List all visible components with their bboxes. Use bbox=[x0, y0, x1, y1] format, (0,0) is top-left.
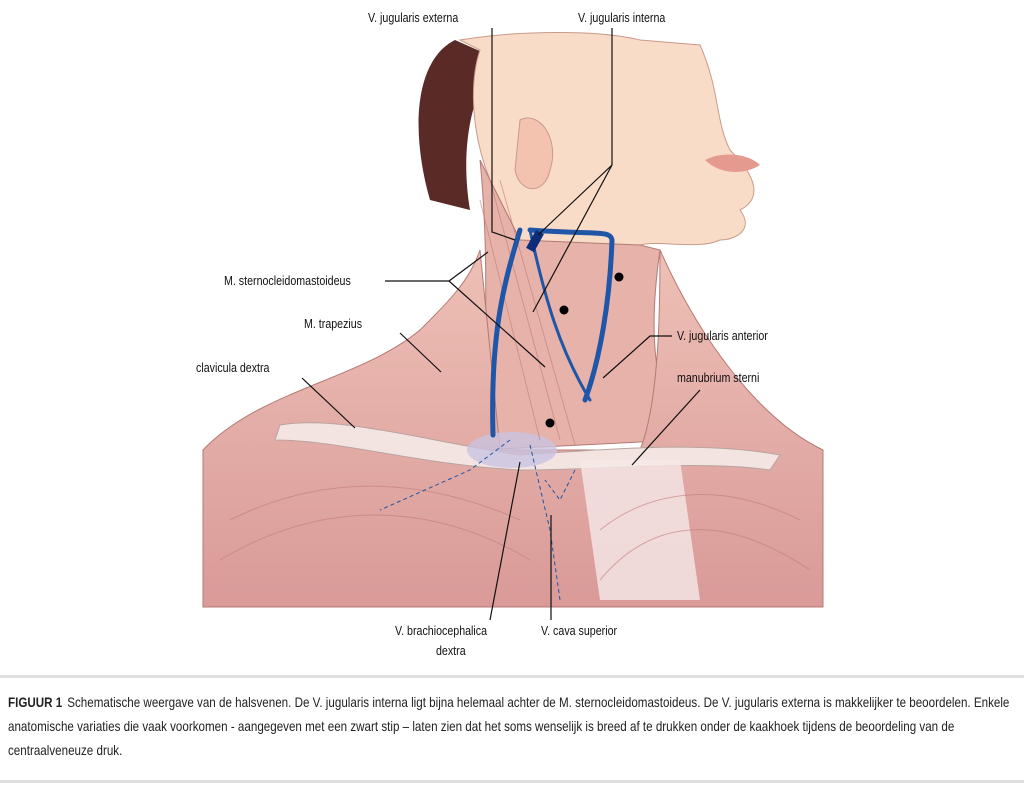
sternum bbox=[580, 460, 700, 600]
bottom-rule bbox=[0, 780, 1024, 783]
variation-dot bbox=[614, 272, 624, 282]
variation-dot bbox=[545, 418, 555, 428]
ear bbox=[514, 117, 554, 190]
label-m-trapezius: M. trapezius bbox=[304, 316, 363, 331]
lips bbox=[705, 154, 760, 172]
top-rule bbox=[0, 675, 1024, 678]
label-v-jugularis-anterior: V. jugularis anterior bbox=[677, 328, 768, 343]
neck-veins-illustration bbox=[202, 28, 824, 621]
label-clavicula-dextra: clavicula dextra bbox=[196, 360, 270, 375]
label-v-jugularis-externa: V. jugularis externa bbox=[368, 10, 459, 25]
leader-lines bbox=[301, 28, 701, 621]
label-manubrium-sterni: manubrium sterni bbox=[677, 370, 760, 385]
clavicle bbox=[274, 422, 781, 471]
label-v-brachiocephalica-dextra: dextra bbox=[436, 643, 466, 658]
variation-dot bbox=[559, 305, 569, 315]
neck bbox=[479, 159, 681, 451]
figure-label: FIGUUR 1 bbox=[8, 694, 63, 710]
label-v-brachiocephalica: V. brachiocephalica bbox=[395, 623, 488, 638]
veins bbox=[490, 227, 615, 438]
caption-text: Schematische weergave van de halsvenen. … bbox=[8, 694, 1010, 758]
label-v-jugularis-interna: V. jugularis interna bbox=[578, 10, 666, 25]
label-m-sternocleidomastoideus: M. sternocleidomastoideus bbox=[224, 273, 351, 288]
head bbox=[458, 32, 755, 251]
label-v-cava-superior: V. cava superior bbox=[541, 623, 618, 638]
